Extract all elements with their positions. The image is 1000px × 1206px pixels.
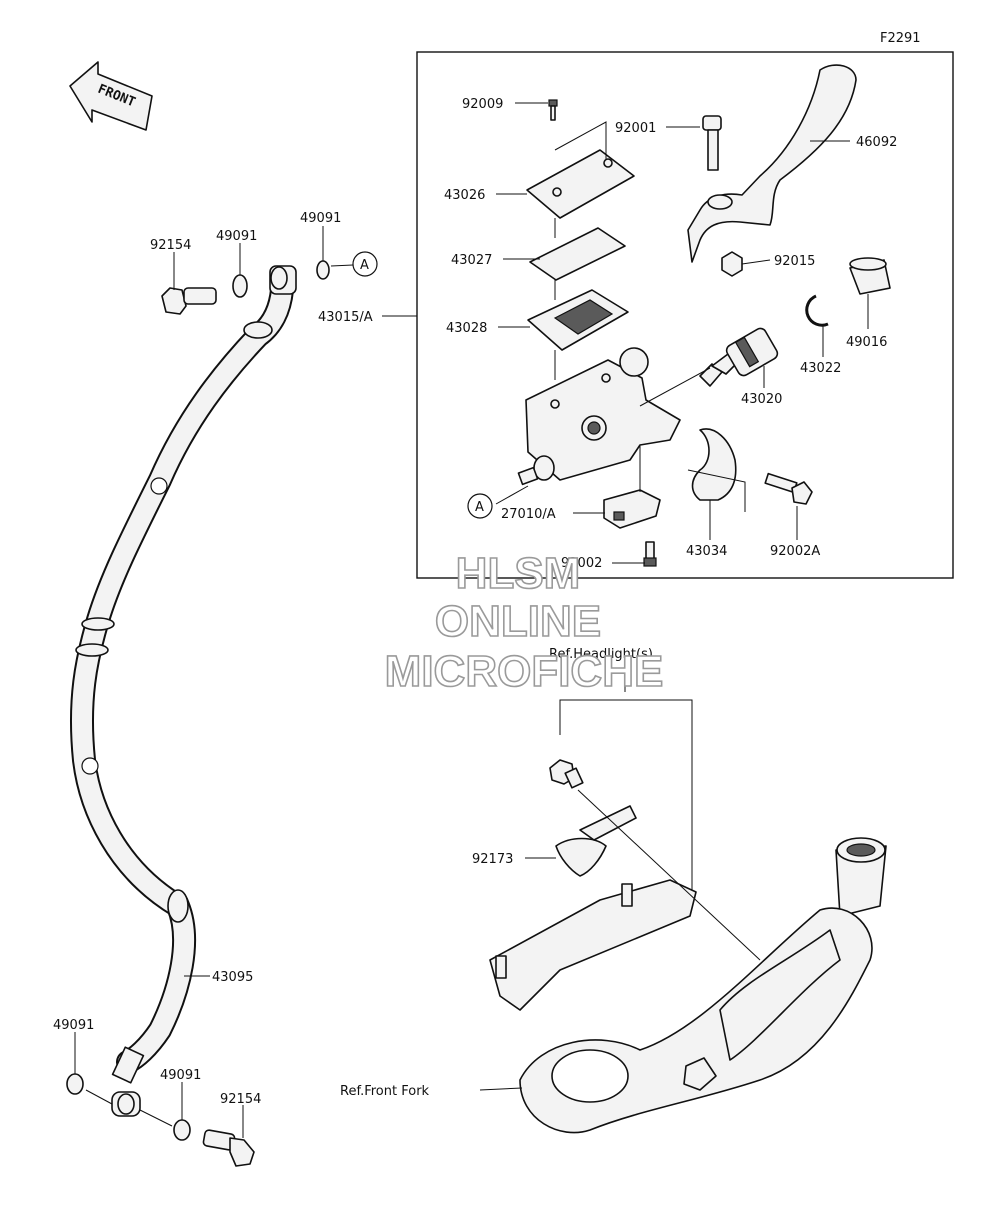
diaphragm-43028 [527,289,629,351]
ref-headlight-label: Ref.Headlight(s) [549,647,653,662]
banjo-bolt-92154-bottom [202,1129,255,1167]
label-49091-bottom-1: 49091 [53,1018,94,1033]
label-43034: 43034 [686,544,727,559]
plate-43027 [529,227,626,281]
brake-switch-27010A [603,489,661,529]
label-92001: 92001 [615,121,656,136]
figure-id: F2291 [880,31,921,46]
ref-marker-a-mid-label: A [475,500,484,515]
leader-lines-left [74,226,324,1138]
watermark: HLSM ONLINE MICROFICHE [384,548,664,697]
label-49016: 49016 [846,335,887,350]
label-92002A: 92002A [770,544,820,559]
label-92154-bottom: 92154 [220,1092,261,1107]
master-cylinder-group-box [416,51,954,579]
part-labels: 92009 92001 46092 43026 43027 43028 9201… [53,97,897,1107]
piston-kit-43020 [699,327,779,387]
banjo-fitting-top [269,265,297,295]
watermark-line3: MICROFICHE [385,647,664,696]
banjo-fitting-bottom [111,1046,145,1117]
watermark-line1: HLSM [456,549,581,598]
label-49091-bottom-2: 49091 [160,1068,201,1083]
ref-marker-a-mid [467,493,493,519]
washer-49091-bottom-1 [66,1073,84,1095]
label-43026: 43026 [444,188,485,203]
label-43027: 43027 [451,253,492,268]
ref-front-fork-label: Ref.Front Fork [340,1084,430,1099]
bracket-92173 [555,805,637,877]
washer-49091-top-2 [316,260,330,280]
label-92173: 92173 [472,852,513,867]
label-43022: 43022 [800,361,841,376]
bolt-92002A [764,472,813,505]
circlip-43022 [805,294,829,327]
master-cylinder-body [517,347,681,486]
label-43095: 43095 [212,970,253,985]
label-92002: 92002 [561,556,602,571]
front-arrow-icon: FRONT [69,61,153,131]
banjo-bolt-92154-top [161,287,217,315]
nut-92015 [721,251,743,277]
label-43020: 43020 [741,392,782,407]
label-43015A: 43015/A [318,310,373,325]
headlight-bolt [549,759,584,789]
washer-49091-top-1 [232,274,248,298]
reservoir-cap-43026 [526,149,635,219]
watermark-line2: ONLINE [435,597,601,646]
washer-49091-bottom-2 [173,1119,191,1141]
label-49091-top-2: 49091 [300,211,341,226]
screw-92009 [548,99,558,121]
pivot-bolt-92001 [702,115,722,171]
brake-hose-43095 [69,278,294,1074]
label-92009: 92009 [462,97,503,112]
leader-lines [382,102,869,564]
ref-marker-a-top-label: A [360,258,369,273]
screw-92002 [643,541,657,567]
label-46092: 46092 [856,135,897,150]
brake-lever-46092 [687,64,857,263]
clamp-43034 [691,428,737,501]
ref-marker-a-top [352,251,378,277]
label-43028: 43028 [446,321,487,336]
headlight-bracket [489,879,697,1011]
label-49091-top-1: 49091 [216,229,257,244]
label-92015: 92015 [774,254,815,269]
leader-lines-right [479,670,761,1091]
steering-stem [835,837,887,917]
label-27010A: 27010/A [501,507,556,522]
label-92154-top: 92154 [150,238,191,253]
